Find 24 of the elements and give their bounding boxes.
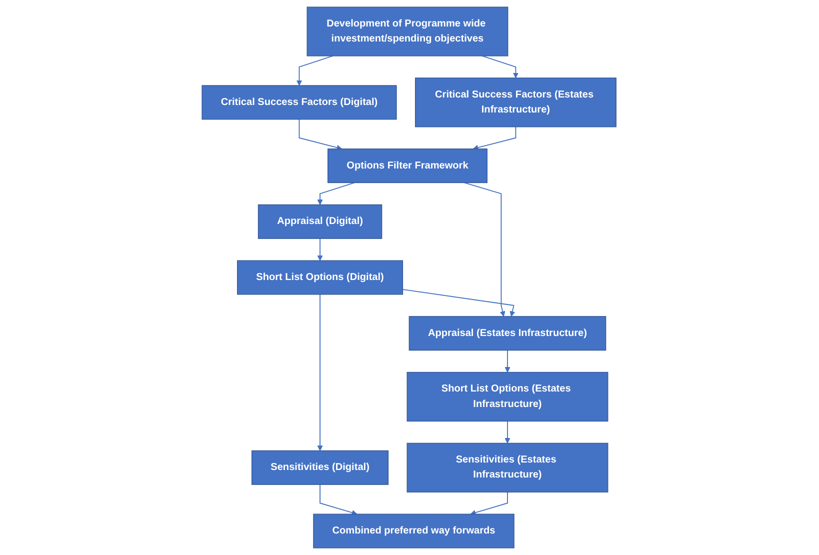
node-box: Critical Success Factors (Estates Infrastructure) bbox=[415, 78, 617, 128]
arrow bbox=[318, 294, 324, 451]
node-box: Short List Options (Estates Infrastructure) bbox=[407, 372, 609, 422]
node-box: Combined preferred way forwards bbox=[314, 514, 515, 548]
node-box: Appraisal (Estates Infrastructure) bbox=[409, 316, 607, 351]
arrow bbox=[402, 288, 516, 317]
arrow bbox=[320, 484, 358, 516]
node-box: Sensitivities (Digital) bbox=[252, 450, 389, 485]
node-box: Sensitivities (Estates Infrastructure) bbox=[407, 442, 609, 492]
node-box: Critical Success Factors (Digital) bbox=[202, 85, 398, 120]
arrow bbox=[470, 492, 508, 516]
arrow bbox=[505, 420, 511, 444]
arrow bbox=[318, 182, 356, 205]
arrow bbox=[473, 126, 517, 150]
node-box: Options Filter Framework bbox=[328, 148, 488, 184]
node-box: Short List Options (Digital) bbox=[237, 260, 404, 295]
arrow bbox=[482, 56, 519, 78]
arrow bbox=[299, 118, 342, 150]
arrow bbox=[505, 350, 511, 372]
node-box: Development of Programme wide investment/spending objectives bbox=[307, 6, 509, 56]
arrow bbox=[296, 56, 334, 86]
node-box: Appraisal (Digital) bbox=[258, 204, 383, 239]
arrow bbox=[464, 182, 506, 317]
arrow bbox=[318, 238, 324, 261]
